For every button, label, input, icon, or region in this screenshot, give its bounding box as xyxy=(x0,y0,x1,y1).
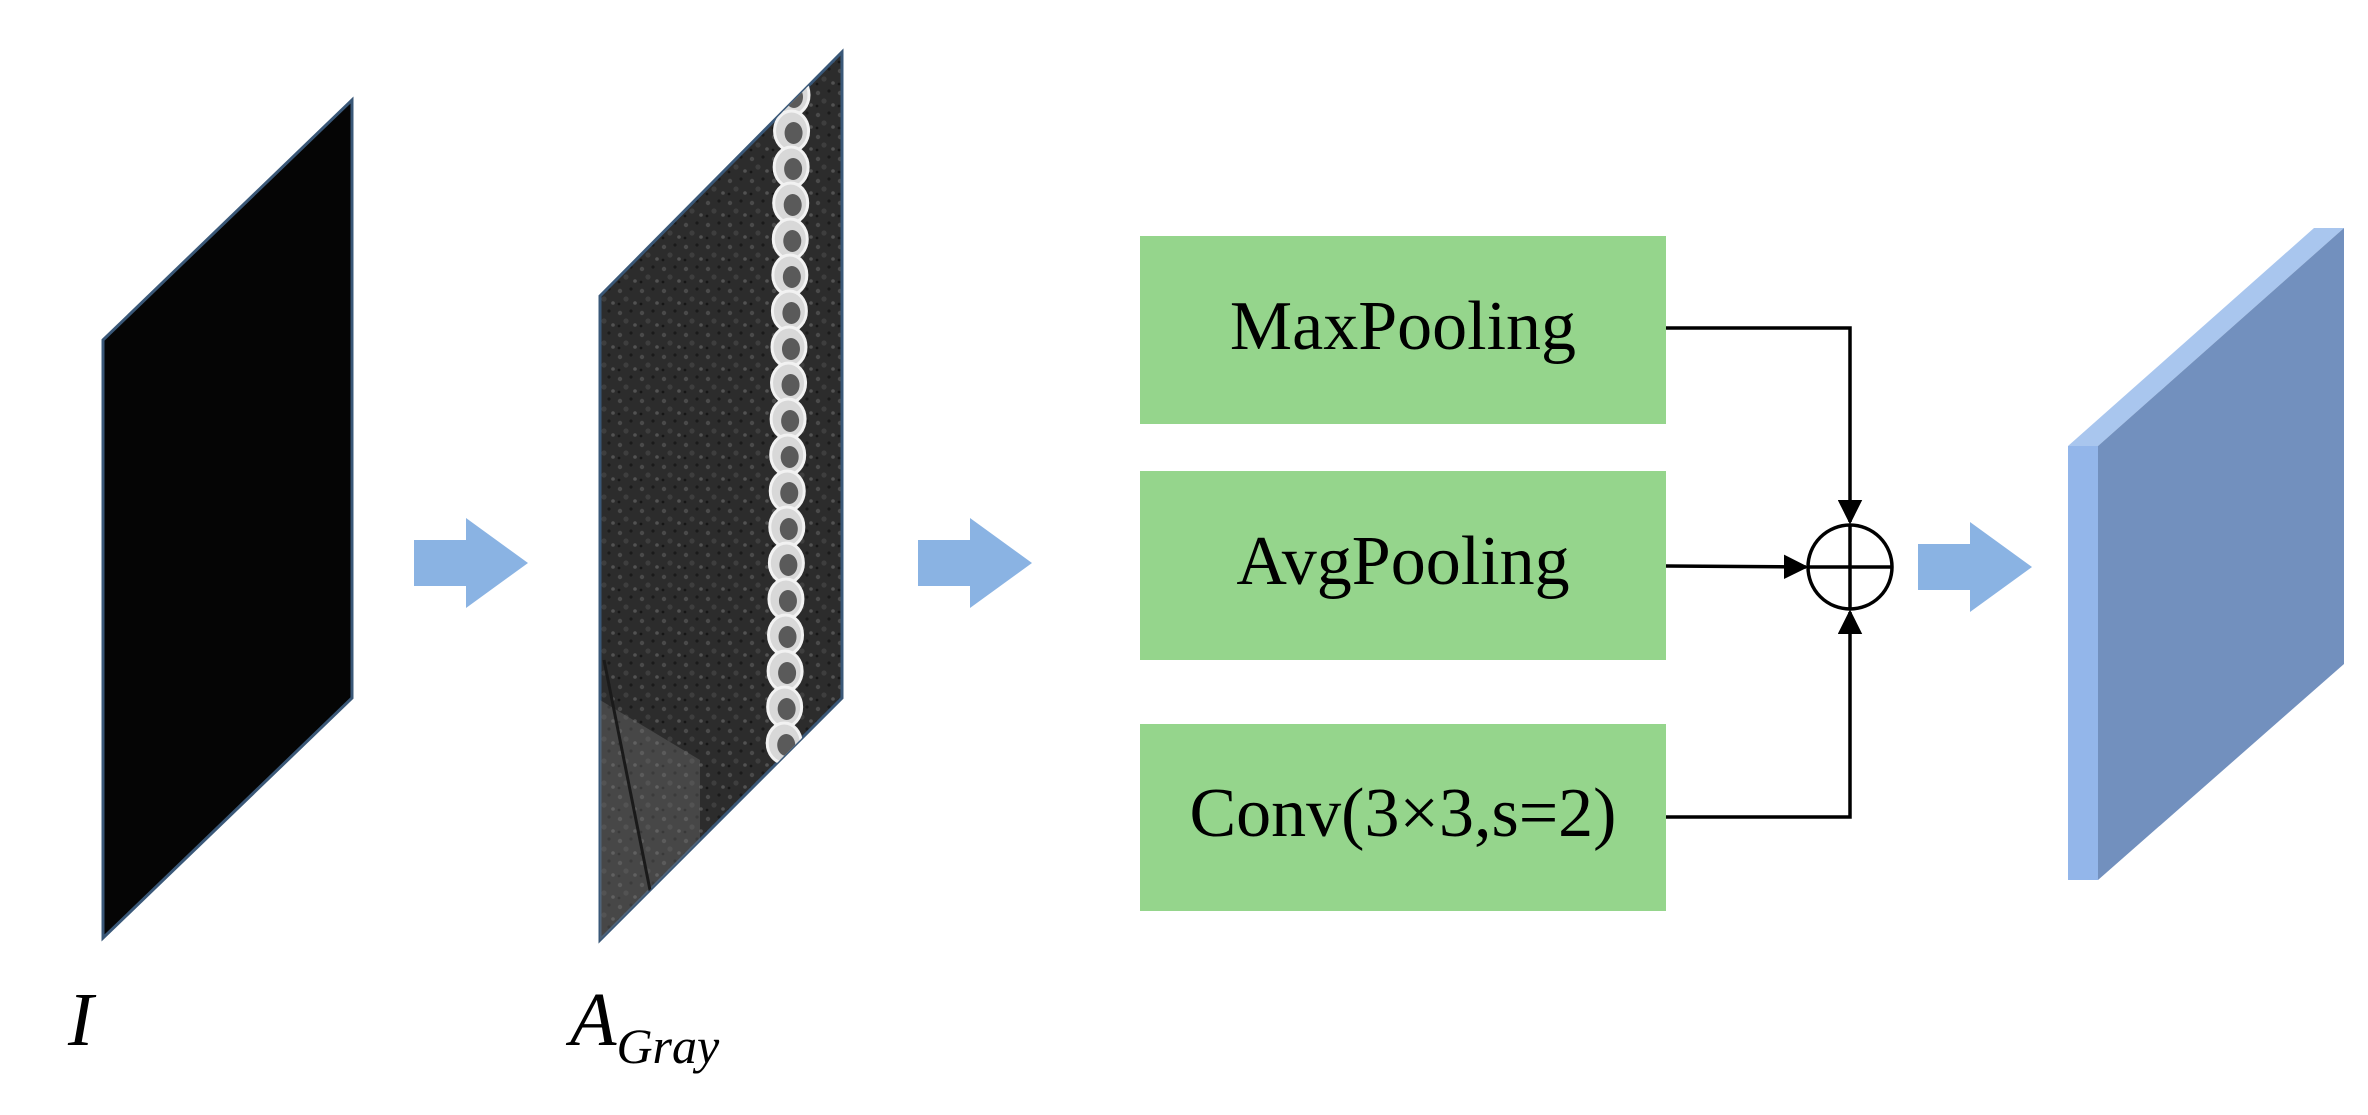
maxpooling-block: MaxPooling xyxy=(1140,236,1666,424)
avgpooling-label: AvgPooling xyxy=(1236,523,1569,600)
flow-arrow-3 xyxy=(1918,522,2032,612)
output-panel-front xyxy=(2098,228,2344,880)
conv-label: Conv(3×3,s=2) xyxy=(1189,775,1616,852)
gray-label-main: A xyxy=(565,978,617,1062)
chain-ring-hole xyxy=(781,338,800,360)
avgpool-connector xyxy=(1665,554,1809,580)
chain-ring-hole xyxy=(783,194,802,216)
chain-ring-hole xyxy=(782,302,801,324)
conv-box xyxy=(1140,724,1666,911)
avgpooling-block: AvgPooling xyxy=(1140,471,1666,660)
chain-ring-hole xyxy=(781,374,800,396)
gray-label-sub: Gray xyxy=(616,1018,720,1074)
avgpooling-box xyxy=(1140,471,1666,660)
maxpooling-label: MaxPooling xyxy=(1230,288,1576,365)
chain-ring-hole xyxy=(780,446,799,468)
conv-connector xyxy=(1666,609,1863,819)
chain-ring-hole xyxy=(778,590,797,612)
chain-ring-hole xyxy=(777,734,796,756)
output-panel-side xyxy=(2068,446,2098,880)
flow-arrow-1 xyxy=(414,518,528,608)
flow-arrow-2 xyxy=(918,518,1032,608)
chain-ring-hole xyxy=(778,626,797,648)
chain-ring-hole xyxy=(783,230,802,252)
chain-ring xyxy=(773,73,811,117)
chain-ring-hole xyxy=(780,482,799,504)
chain-ring-hole xyxy=(779,554,798,576)
input-label: I xyxy=(67,978,97,1062)
chain-ring-hole xyxy=(782,266,801,288)
maxpool-connector xyxy=(1666,326,1863,525)
chain-ring-hole xyxy=(784,122,803,144)
input-panel-face xyxy=(101,96,354,942)
chain-ring-hole xyxy=(777,698,796,720)
chain-ring-hole xyxy=(779,518,798,540)
output-panel xyxy=(2068,228,2344,880)
chain-rings xyxy=(765,73,811,765)
input-panel xyxy=(101,96,354,942)
output-panel-top xyxy=(2068,228,2344,446)
conv-block: Conv(3×3,s=2) xyxy=(1140,724,1666,911)
chain-ring-hole xyxy=(781,410,800,432)
sum-operator-icon xyxy=(1806,523,1894,611)
gray-label: AGray xyxy=(565,978,720,1074)
chain-ring-hole xyxy=(778,662,797,684)
gray-image-panel xyxy=(598,48,844,944)
maxpooling-box xyxy=(1140,236,1666,424)
chain-ring-hole xyxy=(784,158,803,180)
